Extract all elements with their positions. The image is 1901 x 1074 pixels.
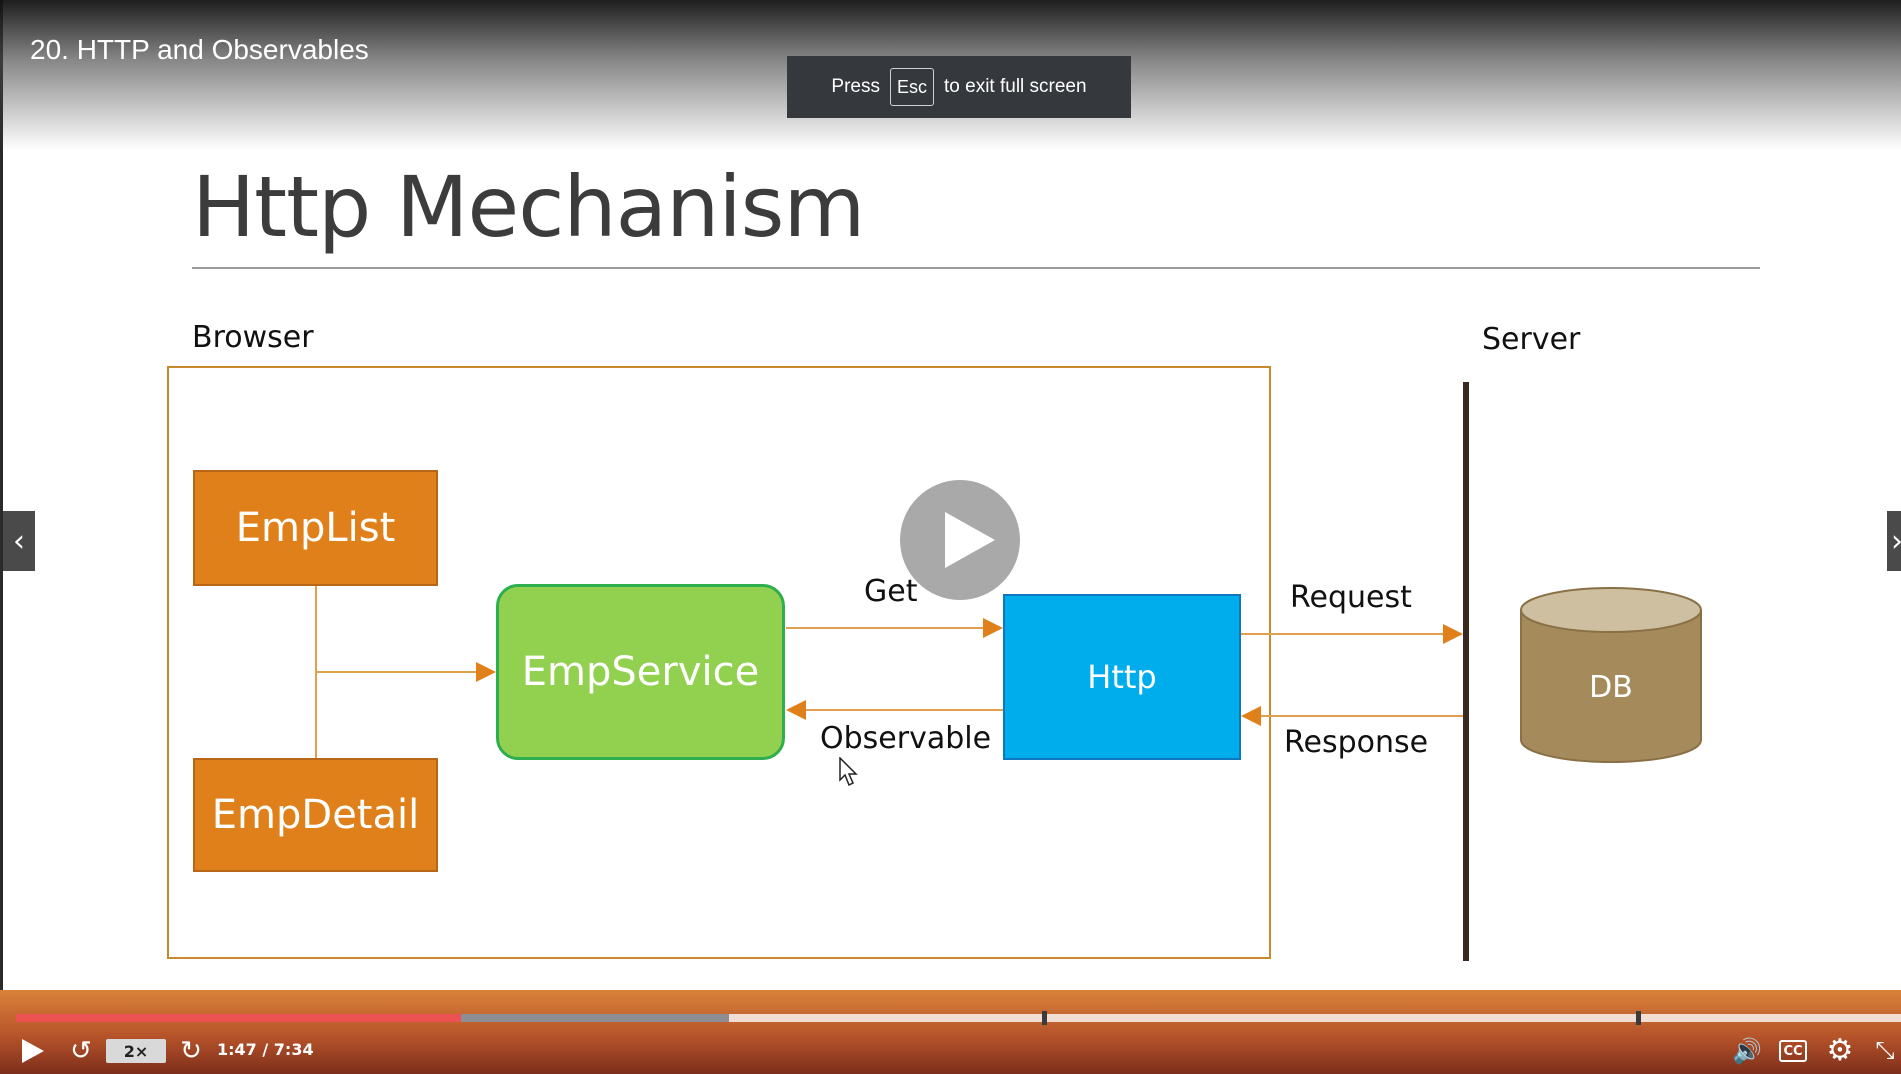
forward-icon: ↻: [180, 1036, 202, 1066]
mouse-cursor-icon: [839, 757, 858, 787]
progress-bar[interactable]: [16, 1014, 1901, 1022]
exit-fullscreen-button[interactable]: ⤡: [1870, 1034, 1900, 1066]
chevron-left-icon: ‹: [13, 523, 25, 559]
db-cylinder: [1520, 587, 1702, 763]
esc-key: Esc: [889, 68, 934, 106]
exit-fullscreen-icon: ⤡: [1875, 1036, 1895, 1064]
play-button[interactable]: [18, 1036, 48, 1066]
observable-label: Observable: [820, 721, 992, 756]
volume-button[interactable]: 🔊: [1732, 1036, 1762, 1066]
db-label: DB: [1589, 670, 1633, 705]
center-play-button[interactable]: [900, 480, 1020, 600]
rewind-button[interactable]: ↺: [66, 1036, 96, 1066]
progress-marker: [1636, 1011, 1641, 1025]
progress-marker: [1042, 1011, 1047, 1025]
request-label: Request: [1290, 580, 1412, 615]
notice-press-text: Press: [831, 76, 880, 97]
get-label: Get: [864, 574, 918, 609]
lecture-title: 20. HTTP and Observables: [30, 34, 369, 65]
time-display: 1:47 / 7:34: [217, 1040, 314, 1059]
emplist-node: EmpList: [193, 470, 438, 586]
rewind-icon: ↺: [70, 1036, 92, 1066]
playback-speed-button[interactable]: 2×: [106, 1039, 166, 1063]
response-label: Response: [1284, 725, 1429, 760]
slide-title: Http Mechanism: [192, 158, 865, 256]
empservice-node: EmpService: [496, 584, 785, 760]
forward-button[interactable]: ↻: [176, 1036, 206, 1066]
player-control-bar: [0, 990, 1901, 1074]
title-divider: [192, 267, 1760, 269]
gear-icon: ⚙: [1826, 1032, 1854, 1068]
server-label: Server: [1482, 322, 1581, 357]
fullscreen-exit-notice: Press Esc to exit full screen: [787, 56, 1131, 118]
empdetail-node: EmpDetail: [193, 758, 438, 872]
progress-played: [16, 1014, 461, 1022]
chevron-right-icon: ›: [1891, 524, 1901, 559]
window-edge: [0, 0, 3, 1074]
closed-captions-button[interactable]: CC: [1779, 1040, 1807, 1062]
settings-button[interactable]: ⚙: [1824, 1032, 1856, 1068]
notice-suffix-text: to exit full screen: [944, 76, 1087, 97]
browser-label: Browser: [192, 320, 314, 355]
http-node: Http: [1003, 594, 1241, 760]
next-lecture-button[interactable]: ›: [1887, 511, 1901, 571]
volume-icon: 🔊: [1732, 1037, 1762, 1065]
server-boundary-line: [1463, 382, 1469, 961]
browser-frame: [167, 366, 1271, 959]
previous-lecture-button[interactable]: ‹: [3, 511, 35, 571]
